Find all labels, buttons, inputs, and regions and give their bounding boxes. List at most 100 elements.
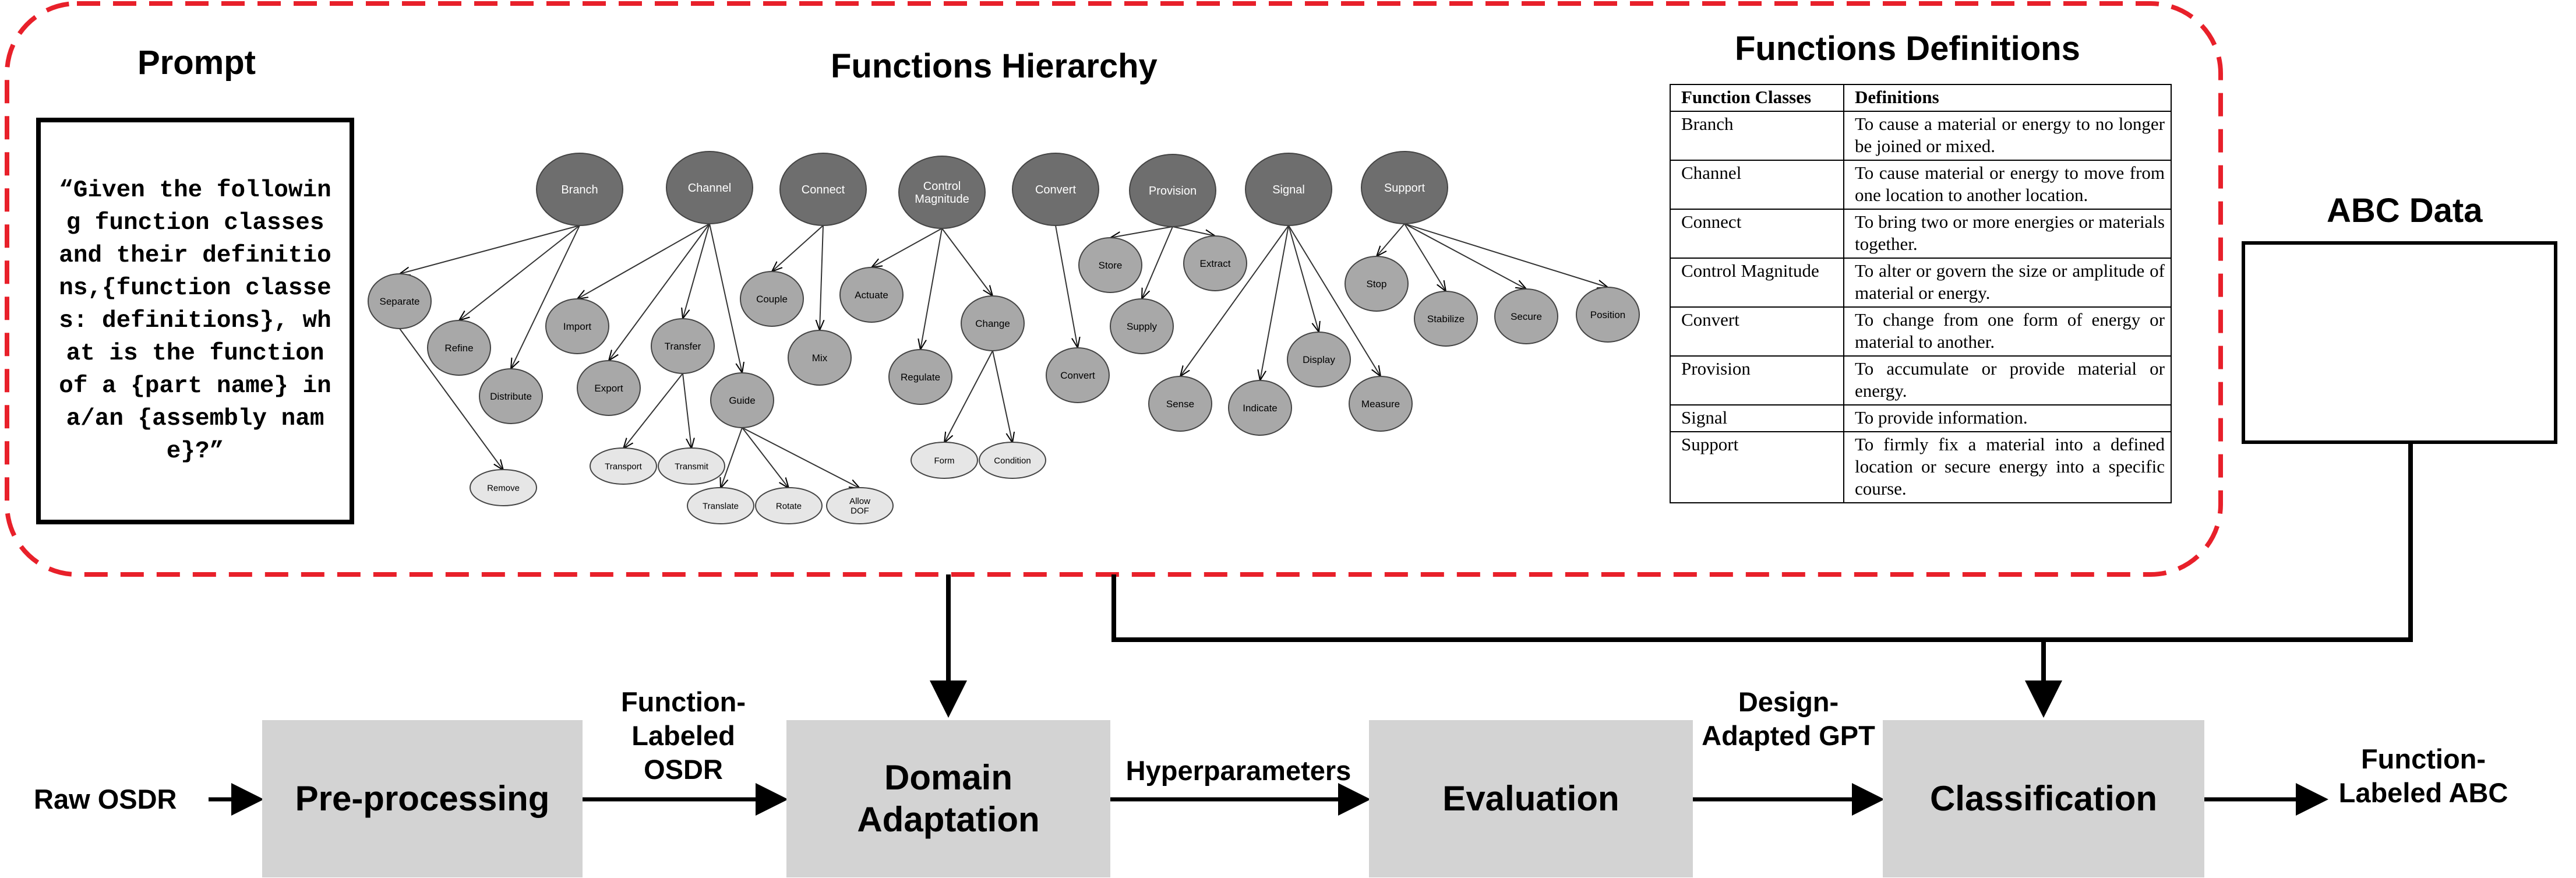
function-node-label: Store <box>1099 260 1123 271</box>
stage-classification: Classification <box>1883 720 2204 877</box>
class-node-label: Channel <box>688 182 732 195</box>
abc-data-box <box>2242 241 2557 444</box>
leaf-node-remove <box>470 469 537 506</box>
function-node-label: Couple <box>756 294 788 305</box>
table-cell-class: Branch <box>1670 111 1844 161</box>
function-node-label: Extract <box>1200 258 1231 269</box>
function-node-position <box>1576 287 1640 343</box>
function-node-indicate <box>1228 380 1292 436</box>
table-cell-class: Convert <box>1670 306 1844 357</box>
hierarchy-edge <box>742 427 860 488</box>
function-node-label: Indicate <box>1243 403 1278 414</box>
leaf-node-label: Transport <box>605 461 642 471</box>
function-node-label: Convert <box>1060 370 1095 381</box>
class-node-provision <box>1129 154 1216 227</box>
table-cell-definition: To bring two or more energies or materia… <box>1843 209 2172 259</box>
hyperparameters-label: Hyperparameters <box>1125 755 1351 786</box>
function-node-store <box>1078 237 1142 293</box>
table-cell-definition: To cause a material or energy to no long… <box>1843 111 2172 161</box>
leaf-node-label: Allow <box>849 496 870 506</box>
hierarchy-edge <box>709 223 742 373</box>
function-node-stop <box>1345 256 1409 312</box>
function-node-distribute <box>479 368 543 424</box>
function-node-label: Position <box>1590 309 1625 320</box>
table-cell-definition: To change from one form of energy or mat… <box>1843 306 2172 357</box>
leaf-node-allow-dof <box>826 487 894 524</box>
class-node-branch <box>536 153 623 226</box>
function-node-convert <box>1046 347 1110 403</box>
class-node-channel <box>666 151 753 224</box>
class-node-label: Signal <box>1272 184 1305 196</box>
hierarchy-edge <box>609 223 710 361</box>
hierarchy-edge <box>1404 223 1526 289</box>
function-node-secure <box>1494 288 1558 344</box>
hierarchy-edge <box>623 373 683 449</box>
function-node-label: Stabilize <box>1427 313 1465 325</box>
stage-evaluation: Evaluation <box>1369 720 1693 877</box>
function-node-couple <box>740 271 804 327</box>
hierarchy-edge <box>683 223 710 319</box>
definitions-heading: Functions Definitions <box>1735 30 2080 68</box>
table-cell-definition: To alter or govern the size or amplitude… <box>1843 258 2172 308</box>
hierarchy-heading: Functions Hierarchy <box>831 47 1158 85</box>
table-cell-class: Provision <box>1670 355 1844 405</box>
hierarchy-edge <box>682 373 691 449</box>
function-node-import <box>545 298 609 354</box>
hierarchy-edge <box>1377 223 1405 256</box>
prompt-heading: Prompt <box>137 44 256 82</box>
function-node-regulate <box>888 349 952 405</box>
hierarchy-edge <box>820 225 823 330</box>
table-cell-definition: To accumulate or provide material or ene… <box>1843 355 2172 405</box>
leaf-node-rotate <box>755 487 823 524</box>
function-node-label: Distribute <box>490 391 532 402</box>
leaf-node-transport <box>590 447 657 485</box>
class-node-label: Provision <box>1149 185 1197 198</box>
hierarchy-edge <box>1288 225 1381 376</box>
line-region-to-classification <box>1111 574 2062 718</box>
table-cell-class: Connect <box>1670 209 1844 259</box>
hierarchy-edge <box>1110 226 1173 238</box>
hierarchy-edge <box>992 350 1012 443</box>
function-node-label: Export <box>594 383 623 394</box>
function-node-stabilize <box>1414 291 1478 347</box>
hierarchy-edge <box>399 328 503 470</box>
function-node-label: Display <box>1303 354 1335 365</box>
function-node-label: Transfer <box>665 341 701 352</box>
raw-osdr-label: Raw OSDR <box>34 784 177 814</box>
hierarchy-edge <box>742 427 789 488</box>
hierarchy-edge <box>871 228 943 267</box>
function-node-label: Supply <box>1127 321 1157 332</box>
hierarchy-edge <box>1180 225 1289 376</box>
leaf-node-label: Translate <box>703 501 739 511</box>
column-header-classes: Function Classes <box>1670 84 1844 112</box>
hierarchy-edge <box>1260 225 1289 380</box>
hierarchy-edge <box>1404 223 1608 287</box>
function-labeled-abc-label: Function-Labeled ABC <box>2338 743 2508 808</box>
hierarchy-edge <box>1288 225 1319 332</box>
leaf-node-label: DOF <box>851 506 869 516</box>
function-node-actuate <box>839 267 904 323</box>
hierarchy-edge <box>400 225 580 274</box>
function-node-label: Guide <box>729 395 755 406</box>
stage-domain-adaptation: Domain Adaptation <box>786 720 1110 877</box>
table-cell-definition: To cause material or energy to move from… <box>1843 160 2172 210</box>
table-cell-definition: To firmly fix a material into a defined … <box>1843 431 2172 503</box>
function-node-export <box>577 360 641 416</box>
design-adapted-gpt-label: Design-Adapted GPT <box>1702 686 1875 751</box>
hierarchy-edge <box>920 228 943 350</box>
class-node-signal <box>1245 153 1332 226</box>
column-header-definitions: Definitions <box>1843 84 2172 112</box>
class-node-connect <box>779 153 867 226</box>
leaf-node-label: Condition <box>994 456 1031 466</box>
hierarchy-edge <box>772 225 824 271</box>
hierarchy-nodes: RemoveSeparateRefineDistributeBranchImpo… <box>368 151 1640 524</box>
table-cell-definition: To provide information. <box>1843 404 2172 432</box>
function-node-label: Regulate <box>901 372 940 383</box>
abc-heading: ABC Data <box>2327 192 2483 230</box>
